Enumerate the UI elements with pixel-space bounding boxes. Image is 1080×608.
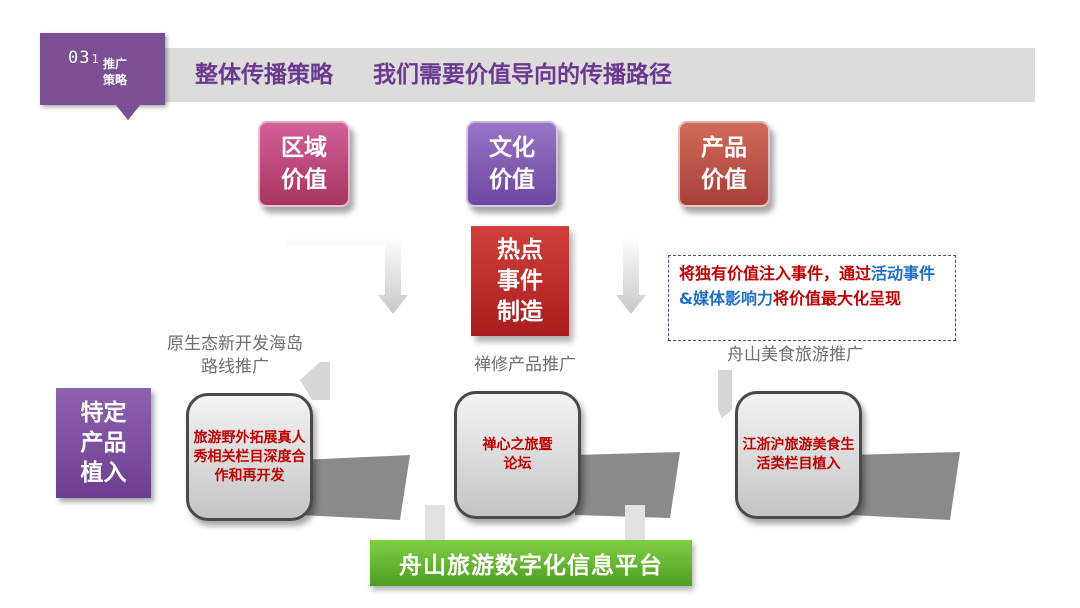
product-placement-label: 特定产品植入 [56, 388, 151, 498]
culture-value-box: 文化价值 [466, 121, 558, 207]
hotspot-event-box: 热点事件制造 [471, 226, 569, 336]
section-number: 031 [68, 48, 100, 68]
right-flow-arrow [616, 236, 646, 314]
section-label: 推广策略 [102, 57, 127, 87]
platform-connector-left [425, 505, 445, 545]
strategy-callout: 将独有价值注入事件，通过活动事件&媒体影响力将价值最大化呈现 [668, 255, 956, 341]
right-box-shadow [850, 452, 960, 520]
section-pointer [115, 104, 141, 120]
page-title: 整体传播策略 我们需要价值导向的传播路径 [195, 62, 673, 88]
caption-food-tourism: 舟山美食旅游推广 [727, 345, 863, 365]
header-bar [165, 48, 1035, 102]
platform-connector-right [625, 505, 645, 545]
initiative-zen-forum: 禅心之旅暨论坛 [454, 391, 581, 519]
left-connector-arrow [300, 362, 330, 400]
product-value-box: 产品价值 [678, 121, 770, 207]
section-badge [40, 33, 165, 105]
initiative-outdoor-show: 旅游野外拓展真人秀相关栏目深度合作和再开发 [186, 393, 313, 521]
left-flow-arrow [285, 236, 408, 314]
right-connector-arrow [718, 370, 732, 418]
caption-island-route: 原生态新开发海岛路线推广 [167, 334, 303, 377]
left-box-shadow [300, 455, 410, 520]
middle-box-shadow [575, 452, 680, 518]
initiative-food-program: 江浙沪旅游美食生活类栏目植入 [735, 391, 862, 519]
region-value-box: 区域价值 [258, 121, 350, 207]
caption-zen-product: 禅修产品推广 [474, 355, 576, 375]
digital-platform-banner: 舟山旅游数字化信息平台 [370, 540, 692, 586]
